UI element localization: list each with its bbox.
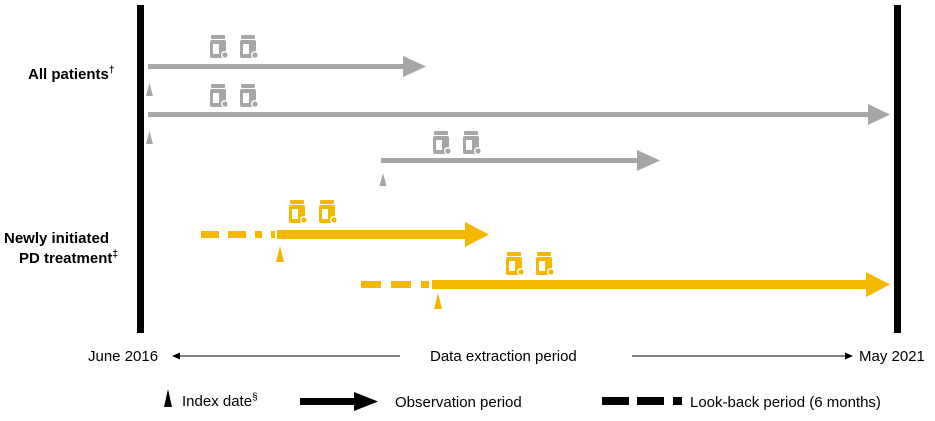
lookback-dash	[421, 281, 429, 288]
legend-lookback-dash	[637, 397, 664, 405]
legend: Index date§ Observation period Look-back…	[164, 389, 881, 411]
pill-bottle-icon	[433, 131, 452, 155]
lookback-dash	[228, 231, 246, 238]
observation-bar	[381, 158, 638, 163]
arrow-head	[866, 272, 890, 297]
timeline-left-arrow-head	[172, 352, 180, 360]
lookback-dash	[361, 281, 381, 288]
lookback-dash	[201, 231, 219, 238]
triangle-index-icon	[379, 173, 387, 186]
arrow-head	[868, 104, 890, 125]
pill-bottle-icon	[536, 252, 555, 276]
arrow-head	[637, 150, 660, 171]
pill-bottle-icon	[463, 131, 482, 155]
observation-bar	[432, 280, 868, 289]
timeline-middle-label: Data extraction period	[430, 348, 577, 365]
newly-initiated-label-line2: PD treatment‡	[19, 249, 118, 267]
gold-row-2	[361, 252, 890, 309]
lookback-dash	[255, 231, 262, 238]
end-boundary-line	[894, 5, 901, 333]
legend-observation-label: Observation period	[395, 394, 522, 411]
arrow-head	[403, 56, 426, 77]
legend-arrow-head	[354, 392, 378, 411]
pill-bottle-icon	[210, 84, 229, 108]
triangle-index-icon	[146, 131, 153, 144]
legend-lookback-dash	[673, 397, 682, 405]
pill-bottle-icon	[210, 35, 229, 59]
observation-bar	[277, 230, 467, 239]
timeline-start-label: June 2016	[88, 348, 158, 365]
legend-lookback-label: Look-back period (6 months)	[690, 394, 881, 411]
legend-index-date-label: Index date§	[182, 392, 258, 410]
triangle-index-icon	[434, 293, 442, 309]
pill-bottle-icon	[506, 252, 525, 276]
legend-lookback-dash	[602, 397, 629, 405]
arrow-head	[465, 222, 489, 247]
start-boundary-line	[137, 5, 144, 333]
gold-row-1	[201, 200, 489, 262]
pill-bottle-icon	[289, 200, 308, 224]
gray-row-2	[146, 84, 890, 144]
gray-row-3	[379, 131, 660, 186]
pill-bottle-icon	[240, 84, 259, 108]
triangle-index-icon	[146, 83, 153, 96]
lookback-dash	[271, 231, 275, 238]
observation-bar	[148, 64, 404, 69]
triangle-index-icon	[276, 246, 284, 262]
legend-observation-bar	[300, 398, 356, 405]
legend-triangle-index-icon	[164, 389, 172, 407]
pill-bottle-icon	[319, 200, 338, 224]
timeline-right-arrow-head	[845, 352, 853, 360]
lookback-dash	[391, 281, 411, 288]
newly-initiated-label-line1: Newly initiated	[4, 230, 109, 247]
timeline-end-label: May 2021	[859, 348, 925, 365]
observation-bar	[148, 112, 870, 117]
all-patients-label: All patients†	[28, 65, 114, 83]
pill-bottle-icon	[240, 35, 259, 59]
gray-row-1	[146, 35, 426, 96]
